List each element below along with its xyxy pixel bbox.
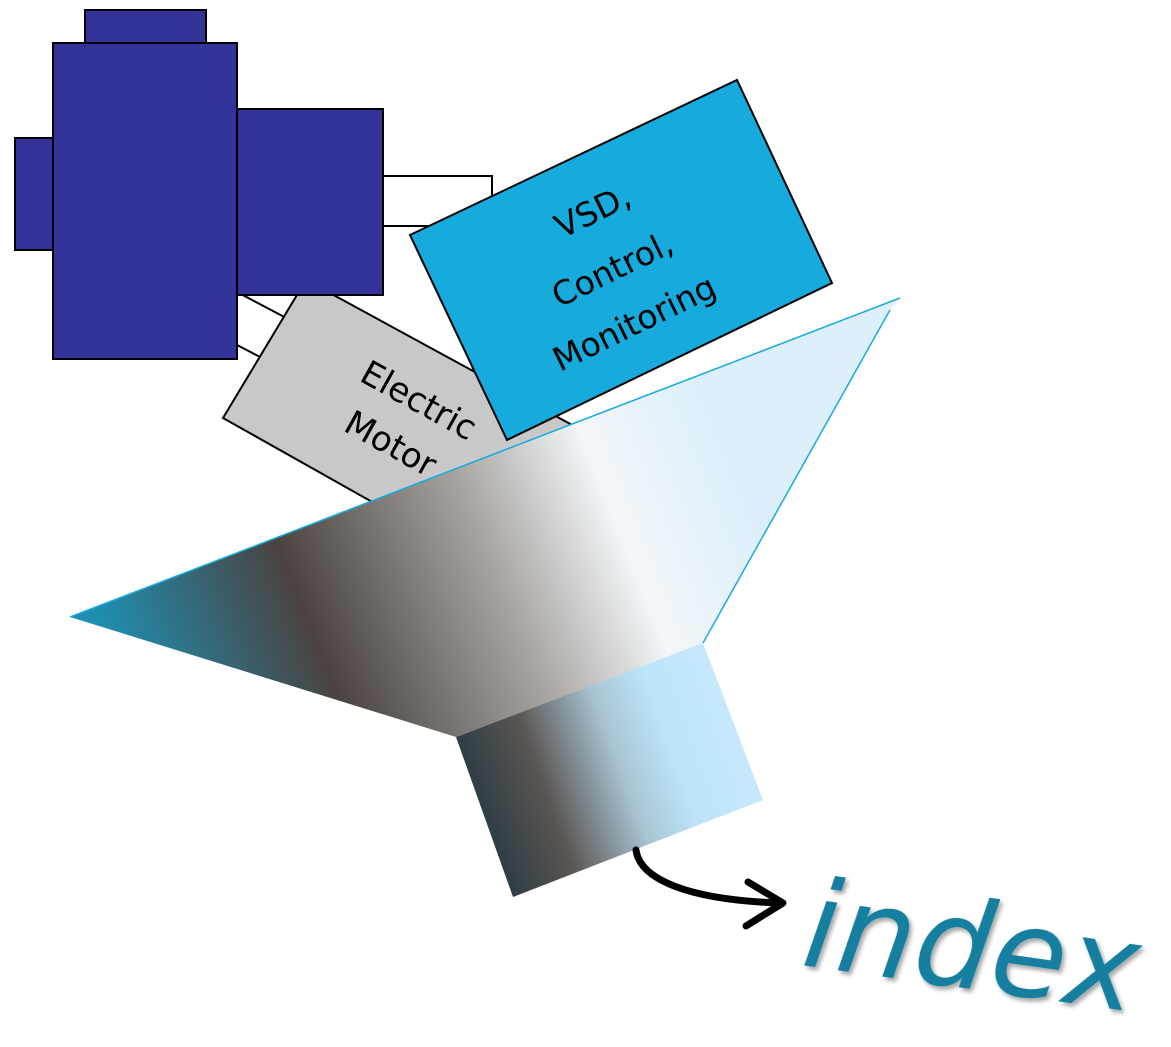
vsd-block: VSD, Control, Monitoring	[408, 78, 834, 442]
vsd-box	[408, 78, 834, 442]
pump-blocks	[14, 9, 384, 360]
pump-brace-line	[236, 344, 263, 359]
funnel-neck	[456, 643, 763, 897]
pump-body	[52, 42, 238, 360]
funnel-edge-line	[69, 297, 901, 618]
pump-top-flange	[84, 9, 207, 46]
pump-side-block	[236, 108, 384, 296]
curved-arrow-icon	[632, 846, 787, 930]
funnel-edge-line	[702, 309, 891, 644]
index-label: index	[796, 853, 1150, 1041]
pump-left-flange	[14, 137, 56, 251]
pump-brace-line	[236, 291, 291, 321]
funnel	[69, 297, 901, 897]
funnel-top	[70, 298, 900, 737]
pump-group	[236, 175, 493, 359]
